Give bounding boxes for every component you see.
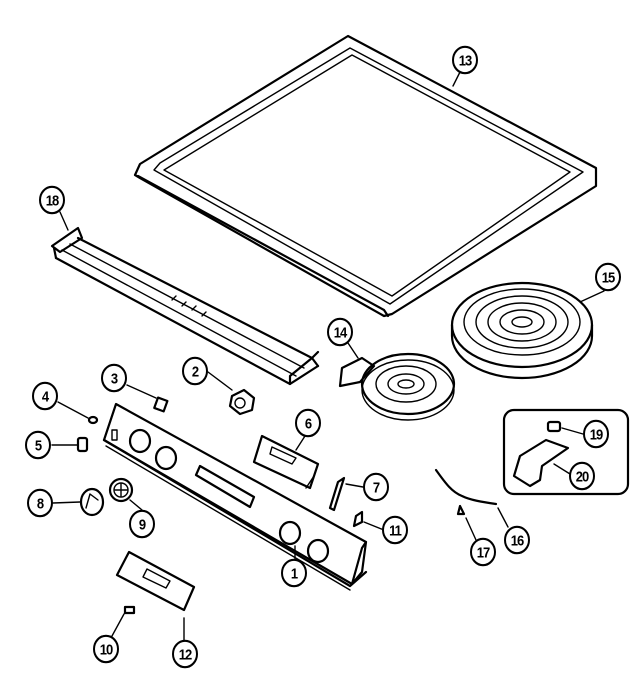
indicator-light	[153, 396, 169, 413]
callout-4: 4	[32, 381, 58, 411]
callout-7: 7	[363, 472, 389, 502]
callout-8: 8	[27, 488, 53, 518]
callout-1: 1	[281, 558, 307, 588]
callout-3: 3	[101, 363, 127, 393]
clip-11	[352, 510, 364, 528]
callout-13: 13	[452, 45, 478, 75]
nameplate	[115, 550, 196, 612]
callout-11: 11	[382, 515, 408, 545]
callout-6: 6	[295, 408, 321, 438]
callout-15: 15	[595, 262, 621, 292]
switch-knob	[76, 436, 89, 453]
callout-14: 14	[327, 317, 353, 347]
knob	[79, 487, 105, 517]
trim	[434, 468, 498, 506]
screw-10	[123, 605, 136, 615]
callout-16: 16	[504, 525, 530, 555]
callout-18: 18	[39, 185, 65, 215]
screw-17	[456, 504, 466, 516]
leader-lines	[51, 71, 605, 641]
callout-19: 19	[583, 419, 609, 449]
large-surface-element	[450, 281, 594, 380]
bracket-7	[328, 476, 346, 512]
callout-9: 9	[129, 509, 155, 539]
rear-support-bracket	[50, 226, 320, 386]
inset-box	[502, 408, 630, 496]
callout-17: 17	[470, 537, 496, 567]
small-surface-element	[338, 352, 456, 421]
callout-10: 10	[93, 634, 119, 664]
callout-5: 5	[25, 430, 51, 460]
callout-20: 20	[569, 461, 595, 491]
callout-12: 12	[172, 639, 198, 669]
bezel	[252, 434, 320, 490]
lens	[87, 415, 99, 425]
switch	[228, 388, 256, 416]
control-panel	[102, 402, 368, 591]
knob-insert	[108, 477, 134, 503]
callout-2: 2	[182, 356, 208, 386]
cooktop-frame	[133, 34, 598, 318]
